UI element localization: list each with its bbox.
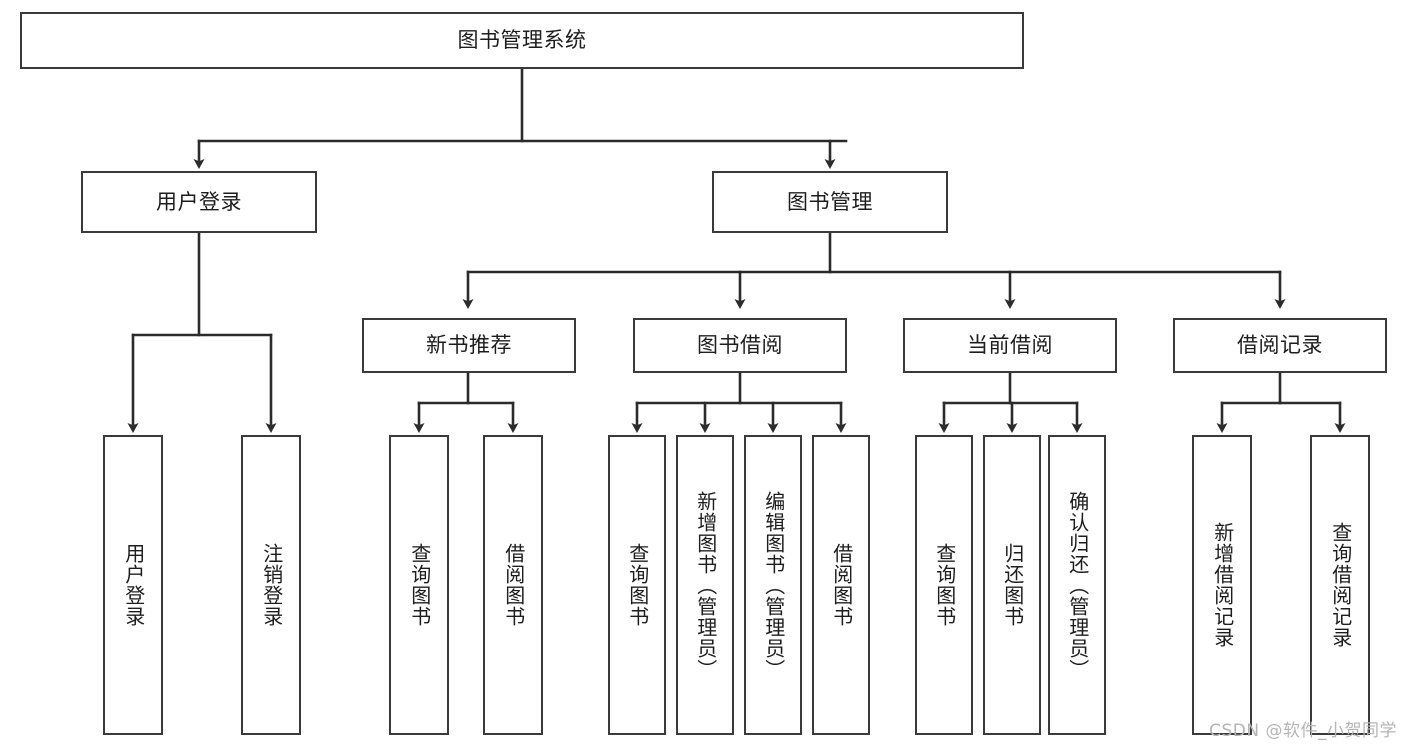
leaf-edit-book[interactable]: 编辑图书（管理员） xyxy=(744,435,802,735)
node-current-borrow-label: 当前借阅 xyxy=(967,333,1053,358)
leaf-logout-login-label: 注销登录 xyxy=(259,543,284,627)
leaf-user-login[interactable]: 用户登录 xyxy=(103,435,163,735)
node-new-book-recommend[interactable]: 新书推荐 xyxy=(362,318,576,373)
leaf-return-book-label: 归还图书 xyxy=(1000,543,1025,627)
node-new-book-recommend-label: 新书推荐 xyxy=(426,333,512,358)
node-borrow-record[interactable]: 借阅记录 xyxy=(1173,318,1387,373)
leaf-query-book-3-label: 查询图书 xyxy=(932,543,957,627)
node-book-borrow[interactable]: 图书借阅 xyxy=(633,318,847,373)
leaf-query-book-3[interactable]: 查询图书 xyxy=(915,435,973,735)
node-root-label: 图书管理系统 xyxy=(457,28,587,53)
node-book-borrow-label: 图书借阅 xyxy=(697,333,783,358)
leaf-borrow-book-2-label: 借阅图书 xyxy=(829,543,854,627)
leaf-query-book-2-label: 查询图书 xyxy=(625,543,650,627)
leaf-query-book-1[interactable]: 查询图书 xyxy=(389,435,449,735)
node-root[interactable]: 图书管理系统 xyxy=(20,12,1024,69)
node-book-management[interactable]: 图书管理 xyxy=(712,171,948,233)
leaf-query-record-label: 查询借阅记录 xyxy=(1328,522,1353,648)
node-user-login-label: 用户登录 xyxy=(156,189,242,214)
leaf-add-record[interactable]: 新增借阅记录 xyxy=(1192,435,1252,735)
node-borrow-record-label: 借阅记录 xyxy=(1237,333,1323,358)
leaf-confirm-return-label: 确认归还（管理员） xyxy=(1065,490,1090,680)
leaf-query-record[interactable]: 查询借阅记录 xyxy=(1310,435,1370,735)
leaf-query-book-2[interactable]: 查询图书 xyxy=(608,435,666,735)
leaf-add-book[interactable]: 新增图书（管理员） xyxy=(676,435,734,735)
node-book-management-label: 图书管理 xyxy=(787,189,873,214)
leaf-confirm-return[interactable]: 确认归还（管理员） xyxy=(1048,435,1106,735)
leaf-borrow-book-1-label: 借阅图书 xyxy=(501,543,526,627)
node-current-borrow[interactable]: 当前借阅 xyxy=(903,318,1117,373)
leaf-user-login-label: 用户登录 xyxy=(121,543,146,627)
leaf-query-book-1-label: 查询图书 xyxy=(407,543,432,627)
leaf-borrow-book-2[interactable]: 借阅图书 xyxy=(812,435,870,735)
leaf-logout-login[interactable]: 注销登录 xyxy=(241,435,301,735)
node-user-login[interactable]: 用户登录 xyxy=(81,171,317,233)
leaf-add-book-label: 新增图书（管理员） xyxy=(693,490,718,680)
watermark-text: CSDN @软件_小贺同学 xyxy=(1209,721,1397,741)
leaf-return-book[interactable]: 归还图书 xyxy=(983,435,1041,735)
leaf-add-record-label: 新增借阅记录 xyxy=(1210,522,1235,648)
leaf-borrow-book-1[interactable]: 借阅图书 xyxy=(483,435,543,735)
leaf-edit-book-label: 编辑图书（管理员） xyxy=(761,490,786,680)
